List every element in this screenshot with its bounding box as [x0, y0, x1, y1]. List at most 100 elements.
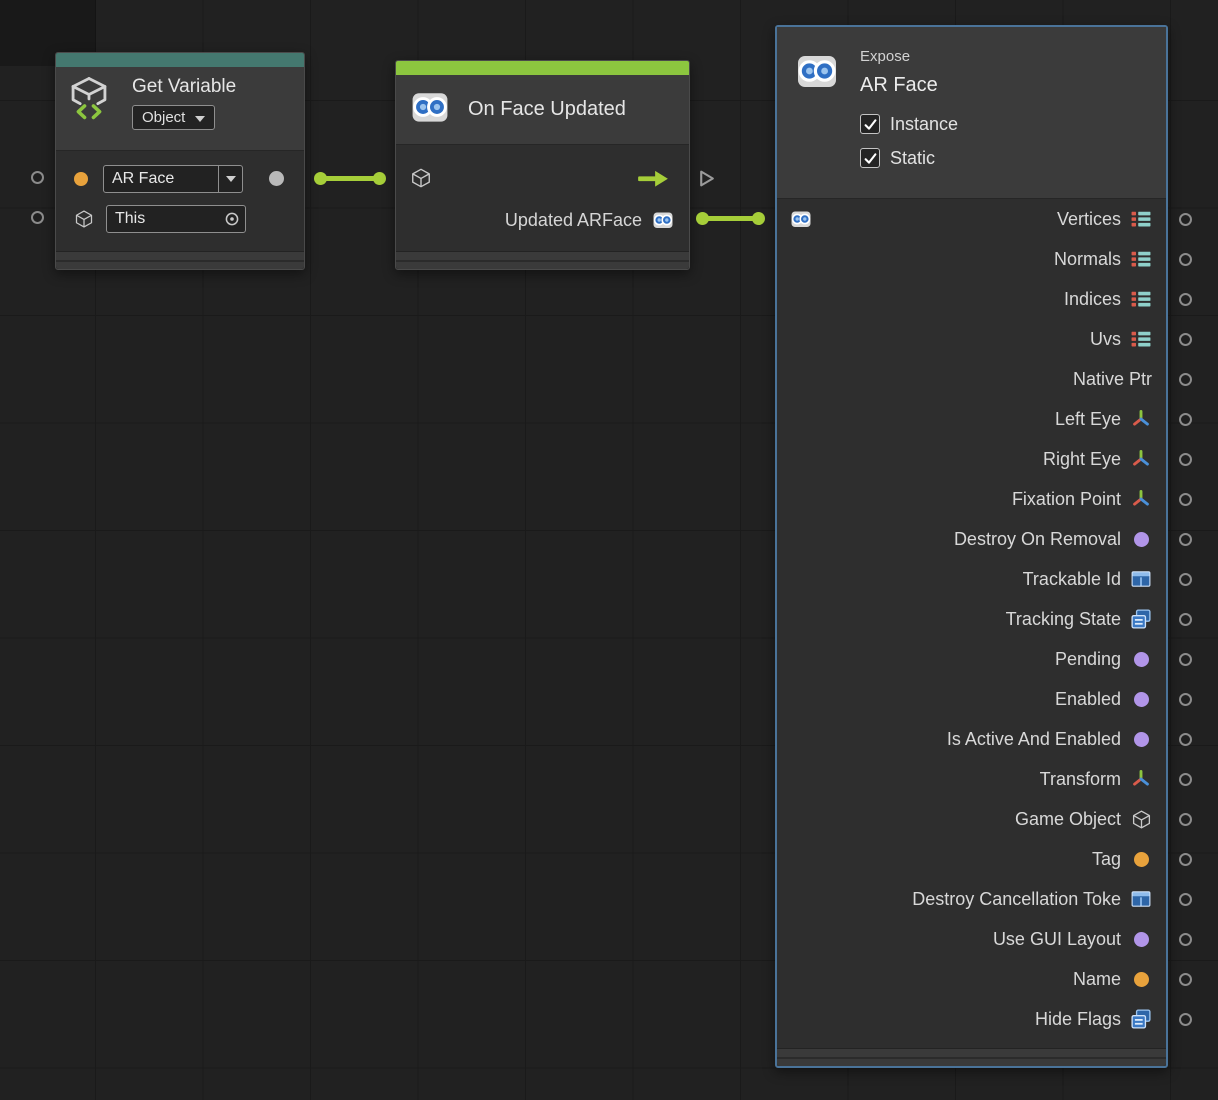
get-variable-output-port[interactable] — [269, 171, 284, 186]
get-variable-node[interactable]: Get Variable Object AR Face — [55, 52, 305, 270]
expose-option[interactable]: Instance — [860, 111, 958, 137]
list-icon — [1130, 290, 1152, 308]
expose-output-label: Pending — [1054, 648, 1121, 669]
expose-output-label: Normals — [1053, 248, 1121, 269]
variable-name-dropdown[interactable]: AR Face — [103, 165, 243, 193]
expose-output-port[interactable] — [1179, 932, 1192, 946]
node-footer — [777, 1048, 1166, 1066]
variable-name-input-port[interactable] — [31, 171, 44, 184]
string-dot-icon — [74, 172, 88, 186]
expose-output-label: Tracking State — [1005, 608, 1121, 629]
event-flow-row — [396, 157, 689, 199]
arface-goggles-icon — [651, 208, 675, 232]
expose-output-row: Right Eye — [777, 439, 1192, 479]
expose-output-port[interactable] — [1179, 772, 1192, 786]
variable-target-field[interactable]: This — [106, 205, 246, 233]
expose-output-label: Native Ptr — [1072, 368, 1152, 389]
expose-output-port[interactable] — [1179, 652, 1192, 666]
expose-output-port[interactable] — [1179, 572, 1192, 586]
node-title: AR Face — [860, 74, 938, 96]
variable-target-input-port[interactable] — [31, 211, 44, 224]
expose-output-label: Uvs — [1090, 328, 1121, 349]
expose-output-port[interactable] — [1179, 972, 1192, 986]
expose-output-row: Left Eye — [777, 399, 1192, 439]
variable-name-value: AR Face — [112, 170, 175, 187]
get-variable-header[interactable]: Get Variable Object — [56, 67, 304, 151]
expose-output-row: Name — [777, 959, 1192, 999]
flow-arrow-icon — [637, 170, 669, 187]
bool-dot-icon — [1130, 691, 1152, 707]
bool-dot-icon — [1130, 531, 1152, 547]
expose-output-label: Right Eye — [1042, 448, 1121, 469]
expose-option-label: Static — [890, 147, 936, 168]
transform-icon — [1130, 769, 1152, 789]
node-footer — [56, 251, 304, 269]
expose-output-port[interactable] — [1179, 532, 1192, 546]
expose-output-row: Indices — [777, 279, 1192, 319]
event-strip — [396, 61, 689, 75]
expose-output-row: Destroy On Removal — [777, 519, 1192, 559]
expose-output-row: Tracking State — [777, 599, 1192, 639]
checkbox-checked-icon[interactable] — [860, 148, 880, 168]
list-icon — [1130, 210, 1152, 228]
expose-output-port[interactable] — [1179, 892, 1192, 906]
expose-option[interactable]: Static — [860, 145, 958, 171]
event-output-row: Updated ARFace — [396, 199, 689, 241]
expose-output-port[interactable] — [1179, 612, 1192, 626]
expose-output-row: Native Ptr — [777, 359, 1192, 399]
variable-cube-icon — [66, 75, 112, 142]
expose-output-port[interactable] — [1179, 1012, 1192, 1026]
on-face-updated-header[interactable]: On Face Updated — [396, 75, 689, 145]
expose-output-port[interactable] — [1179, 812, 1192, 826]
expose-output-port[interactable] — [1179, 292, 1192, 306]
get-variable-strip — [56, 53, 304, 67]
expose-output-port[interactable] — [1179, 692, 1192, 706]
expose-output-label: Destroy On Removal — [953, 528, 1121, 549]
variable-target-row: This — [56, 199, 304, 239]
checkbox-checked-icon[interactable] — [860, 114, 880, 134]
expose-output-port[interactable] — [1179, 212, 1192, 226]
expose-output-port[interactable] — [1179, 492, 1192, 506]
expose-output-row: Is Active And Enabled — [777, 719, 1192, 759]
expose-output-port[interactable] — [1179, 852, 1192, 866]
expose-output-row: Fixation Point — [777, 479, 1192, 519]
on-face-updated-node[interactable]: On Face Updated Upda — [395, 60, 690, 270]
bool-dot-icon — [1130, 731, 1152, 747]
expose-output-port[interactable] — [1179, 372, 1192, 386]
expose-output-port[interactable] — [1179, 452, 1192, 466]
object-picker-icon[interactable] — [219, 211, 245, 227]
expose-output-port[interactable] — [1179, 732, 1192, 746]
list-icon — [1130, 250, 1152, 268]
wire-updatedarface-to-expose[interactable] — [696, 212, 765, 225]
expose-output-row: Use GUI Layout — [777, 919, 1192, 959]
string-dot-icon — [1130, 971, 1152, 987]
expose-output-label: Left Eye — [1054, 408, 1121, 429]
expose-output-label: Destroy Cancellation Toke — [912, 888, 1121, 909]
arface-goggles-icon — [408, 85, 452, 134]
dropdown-caret-icon — [195, 109, 206, 126]
event-output-label: Updated ARFace — [504, 209, 642, 230]
wire-getvariable-to-onfaceupdated[interactable] — [314, 172, 386, 185]
flow-output-port-icon[interactable] — [697, 169, 716, 188]
expose-output-port[interactable] — [1179, 252, 1192, 266]
expose-output-row: Enabled — [777, 679, 1192, 719]
string-dot-icon — [1130, 851, 1152, 867]
expose-option-label: Instance — [890, 113, 959, 134]
transform-icon — [1130, 409, 1152, 429]
expose-output-row: Tag — [777, 839, 1192, 879]
bool-dot-icon — [1130, 931, 1152, 947]
expose-output-port[interactable] — [1179, 332, 1192, 346]
expose-output-port[interactable] — [1179, 412, 1192, 426]
dropdown-caret-icon[interactable] — [218, 166, 242, 192]
struct-icon — [1130, 890, 1152, 908]
arface-goggles-icon[interactable] — [789, 207, 813, 231]
variable-kind-dropdown[interactable]: Object — [132, 105, 216, 130]
expose-output-label: Is Active And Enabled — [946, 728, 1121, 749]
expose-output-row: Game Object — [777, 799, 1192, 839]
list-icon — [1130, 330, 1152, 348]
